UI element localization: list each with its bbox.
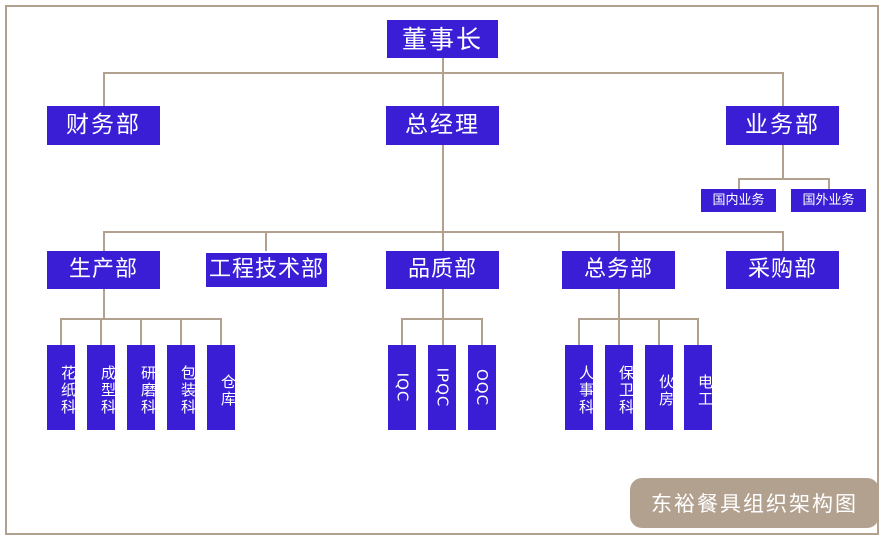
node-business-overseas[interactable]: 国外业务 <box>791 189 866 212</box>
node-ga-2[interactable]: 保卫科 <box>605 345 635 430</box>
node-qa-2-label: IPQC <box>433 367 452 408</box>
connector-drop-quality <box>442 231 444 251</box>
node-business-domestic[interactable]: 国内业务 <box>701 189 776 212</box>
node-purchasing[interactable]: 采购部 <box>726 251 839 289</box>
connector-drop-general-affairs <box>618 231 620 251</box>
connector-drop-business-domestic <box>738 178 740 189</box>
connector-quality-stem <box>442 289 444 318</box>
node-qa-2[interactable]: IPQC <box>428 345 456 430</box>
node-qa-3[interactable]: OQC <box>468 345 496 430</box>
connector-drop-qa-3 <box>481 318 483 345</box>
connector-business-stem <box>782 145 784 178</box>
connector-general-affairs-bus <box>578 318 698 320</box>
node-production[interactable]: 生产部 <box>47 251 160 289</box>
connector-drop-engineering <box>265 231 267 251</box>
node-prod-3[interactable]: 研磨科 <box>127 345 157 430</box>
node-ga-4[interactable]: 电工 <box>684 345 714 430</box>
connector-drop-ga-4 <box>697 318 699 345</box>
node-prod-2[interactable]: 成型科 <box>87 345 117 430</box>
connector-drop-ga-1 <box>578 318 580 345</box>
chart-title-badge: 东裕餐具组织架构图 <box>630 478 879 528</box>
connector-general-affairs-stem <box>618 289 620 318</box>
connector-drop-ga-2 <box>618 318 620 345</box>
connector-drop-prod-2 <box>100 318 102 345</box>
node-qa-3-label: OQC <box>473 368 492 407</box>
connector-drop-prod-4 <box>180 318 182 345</box>
connector-drop-qa-1 <box>401 318 403 345</box>
node-business[interactable]: 业务部 <box>726 106 839 145</box>
connector-drop-business <box>782 72 784 106</box>
connector-production-stem <box>103 289 105 318</box>
connector-drop-general-manager <box>442 72 444 106</box>
connector-drop-prod-3 <box>140 318 142 345</box>
node-chairman[interactable]: 董事长 <box>387 20 498 58</box>
node-finance[interactable]: 财务部 <box>47 106 160 145</box>
node-prod-4[interactable]: 包装科 <box>167 345 197 430</box>
node-general-manager[interactable]: 总经理 <box>386 106 499 145</box>
node-ga-3[interactable]: 伙房 <box>645 345 675 430</box>
node-qa-1[interactable]: IQC <box>388 345 416 430</box>
node-general-affairs[interactable]: 总务部 <box>562 251 675 289</box>
connector-drop-prod-1 <box>60 318 62 345</box>
connector-chairman-stem <box>442 58 444 74</box>
connector-drop-prod-5 <box>220 318 222 345</box>
node-qa-1-label: IQC <box>393 372 412 403</box>
connector-drop-business-overseas <box>828 178 830 189</box>
node-prod-1[interactable]: 花纸科 <box>47 345 77 430</box>
connector-quality-bus <box>401 318 482 320</box>
connector-drop-qa-2 <box>442 318 444 345</box>
node-ga-1[interactable]: 人事科 <box>565 345 595 430</box>
node-prod-5[interactable]: 仓库 <box>207 345 237 430</box>
connector-drop-production <box>103 231 105 251</box>
node-quality[interactable]: 品质部 <box>386 251 499 289</box>
connector-drop-finance <box>103 72 105 106</box>
connector-drop-ga-3 <box>658 318 660 345</box>
connector-gm-stem <box>442 145 444 231</box>
node-engineering[interactable]: 工程技术部 <box>206 253 327 287</box>
connector-drop-purchasing <box>782 231 784 251</box>
connector-business-bus <box>738 178 830 180</box>
